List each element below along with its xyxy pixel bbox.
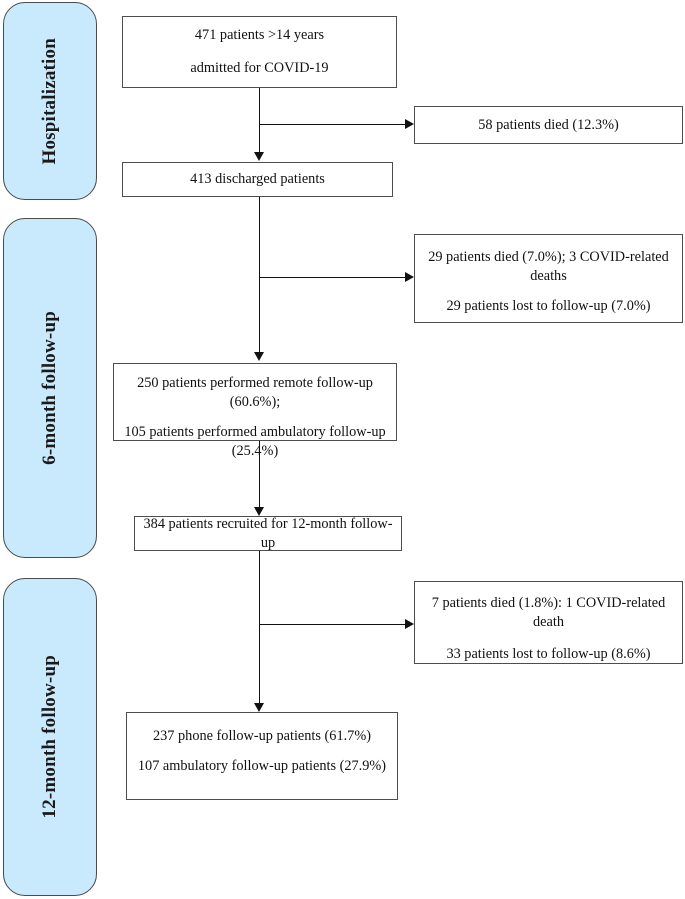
node-followup-6m: 250 patients performed remote follow-up …: [113, 363, 397, 459]
node-enrolled-line2: admitted for COVID-19: [190, 60, 329, 76]
node-recruited-12m: 384 patients recruited for 12-month foll…: [134, 516, 402, 551]
node-enrolled: 471 patients >14 years admitted for COVI…: [122, 16, 397, 88]
node-followup-6m-line2: 105 patients performed ambulatory follow…: [124, 423, 386, 459]
connector-branch-died-hospital: [259, 124, 406, 125]
node-excluded-12m-line2: 33 patients lost to follow-up (8.6%): [446, 645, 651, 662]
arrowhead-to-recruited-12m: [254, 507, 264, 516]
connector-discharged-trunk: [259, 196, 260, 352]
phase-hospitalization-label: Hospitalization: [39, 37, 60, 165]
arrowhead-to-followup-12m: [254, 703, 264, 712]
connector-recruited-12m-trunk: [259, 550, 260, 704]
node-excluded-6m: 29 patients died (7.0%); 3 COVID-related…: [414, 234, 683, 323]
node-followup-6m-line1: 250 patients performed remote follow-up …: [137, 375, 373, 410]
node-recruited-12m-line1: 384 patients recruited for 12-month foll…: [143, 515, 393, 551]
node-excluded-12m-line1: 7 patients died (1.8%): 1 COVID-related …: [431, 595, 666, 630]
phase-six-month: 6-month follow-up: [3, 218, 97, 558]
node-discharged: 413 discharged patients: [122, 162, 393, 197]
connector-branch-excluded-6m: [259, 277, 406, 278]
arrowhead-to-discharged: [254, 152, 264, 161]
arrowhead-to-excluded-12m: [405, 619, 414, 629]
arrowhead-to-died-hospital: [405, 119, 414, 129]
node-excluded-6m-line2: 29 patients lost to follow-up (7.0%): [446, 297, 651, 314]
arrowhead-to-followup-6m: [254, 352, 264, 361]
node-excluded-6m-line1: 29 patients died (7.0%); 3 COVID-related…: [428, 249, 669, 284]
node-enrolled-line1: 471 patients >14 years: [194, 27, 325, 44]
phase-twelve-month-label: 12-month follow-up: [39, 655, 60, 819]
connector-followup-6m-trunk: [259, 440, 260, 508]
connector-branch-excluded-12m: [259, 624, 406, 625]
phase-twelve-month: 12-month follow-up: [3, 578, 97, 896]
phase-hospitalization: Hospitalization: [3, 2, 97, 200]
connector-enrolled-trunk: [259, 87, 260, 153]
node-followup-12m: 237 phone follow-up patients (61.7%) 107…: [126, 712, 398, 800]
node-discharged-line1: 413 discharged patients: [190, 171, 325, 188]
node-died-hospital: 58 patients died (12.3%): [414, 106, 683, 144]
phase-six-month-label: 6-month follow-up: [39, 311, 60, 465]
node-followup-12m-line1: 237 phone follow-up patients (61.7%): [153, 728, 371, 744]
node-excluded-12m: 7 patients died (1.8%): 1 COVID-related …: [414, 581, 683, 664]
node-followup-12m-line2: 107 ambulatory follow-up patients (27.9%…: [137, 757, 387, 774]
arrowhead-to-excluded-6m: [405, 272, 414, 282]
node-died-hospital-line1: 58 patients died (12.3%): [478, 116, 619, 133]
